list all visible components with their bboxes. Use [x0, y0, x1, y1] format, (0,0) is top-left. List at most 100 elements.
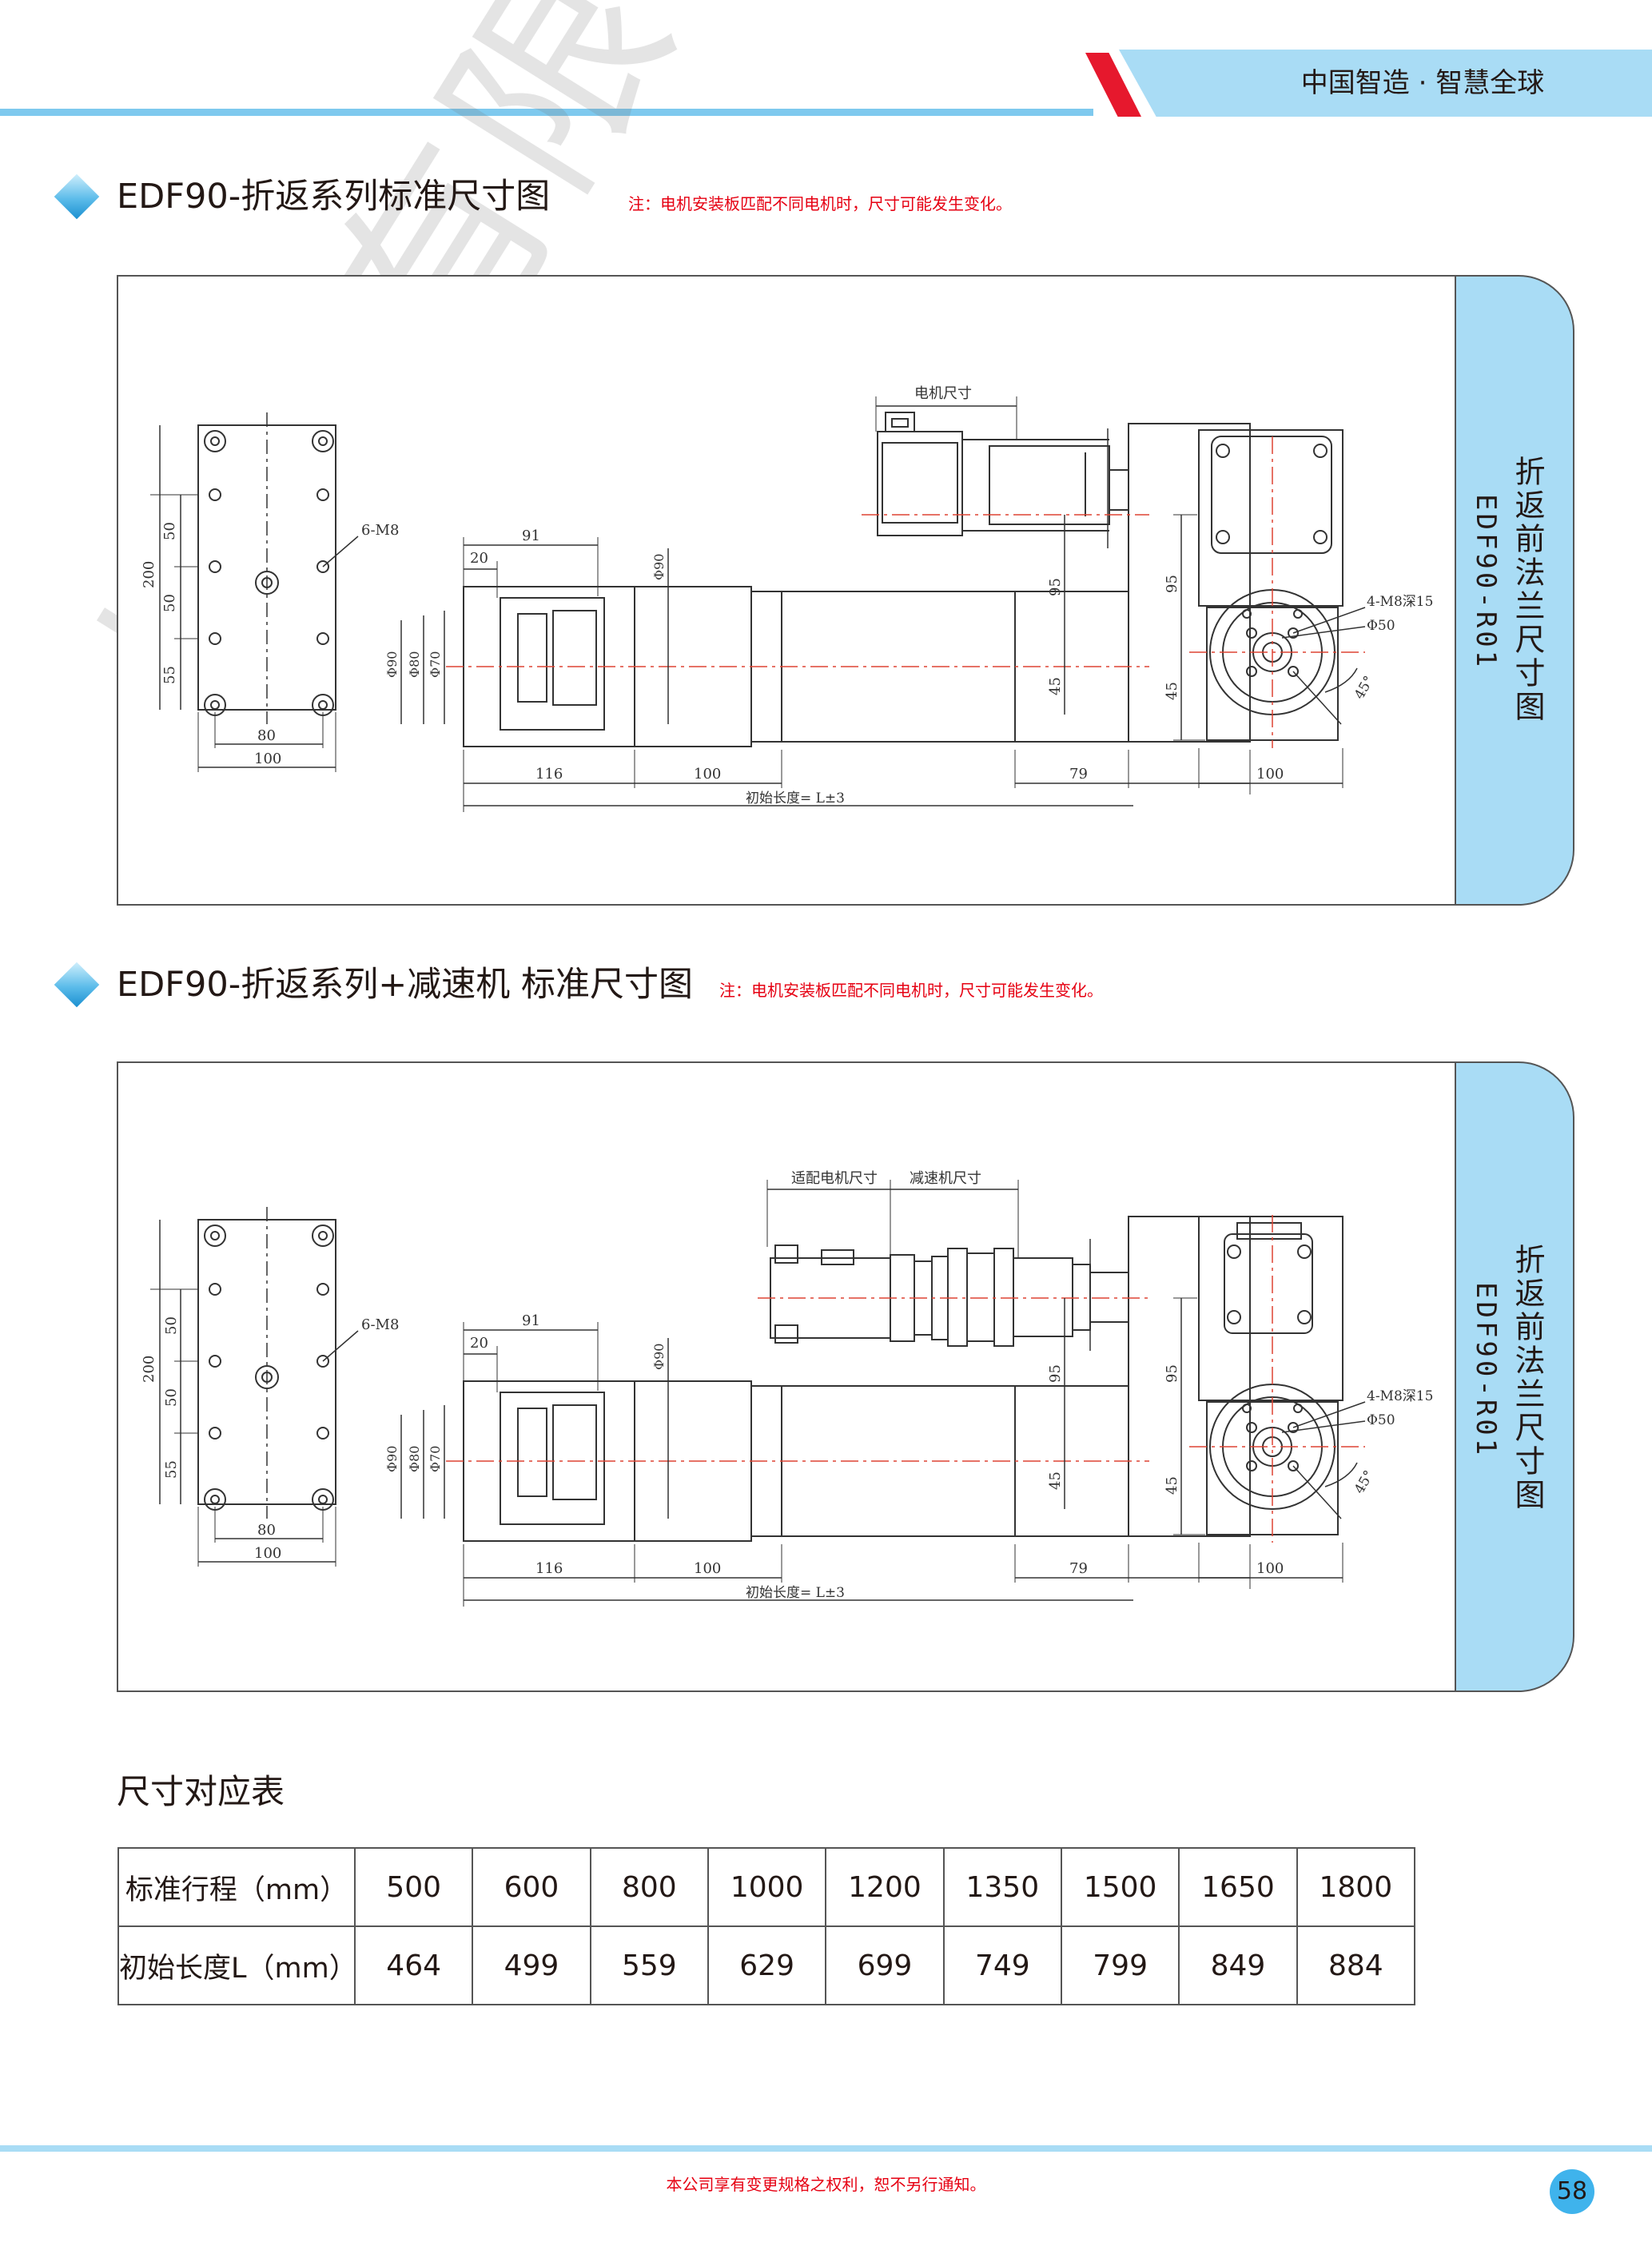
dim-100: 100	[254, 1545, 281, 1562]
page-number: 58	[1550, 2169, 1594, 2214]
dim-55: 55	[163, 1460, 180, 1479]
dim-100: 100	[254, 751, 281, 767]
dim-45: 45	[1047, 1471, 1064, 1490]
adapted-motor-size-label: 适配电机尺寸	[791, 1170, 878, 1187]
dim-phi70: Φ70	[428, 1446, 443, 1472]
reducer-mount-flange	[1224, 1233, 1313, 1334]
header-rule	[0, 109, 1093, 116]
dim-total-length: 初始长度= L±3	[746, 790, 845, 806]
length-cell: 849	[1178, 1925, 1298, 2005]
dim-20: 20	[470, 1335, 488, 1352]
header-slogan: 中国智造 · 智慧全球	[1300, 67, 1545, 99]
footer-rule	[0, 2145, 1652, 2152]
return-housing	[1128, 1216, 1251, 1537]
motor-mount-flange	[1211, 436, 1332, 554]
section-1-note: 注：电机安装板匹配不同电机时，尺寸可能发生变化。	[628, 194, 1012, 213]
length-cell: 799	[1060, 1925, 1180, 2005]
dim-100b: 100	[694, 1560, 721, 1577]
stroke-cell: 1800	[1296, 1847, 1416, 1927]
table-row-initial-length: 初始长度L（mm） 464 499 559 629 699 749 799 84…	[117, 1925, 1416, 2005]
end-dim-95: 95	[1164, 575, 1180, 593]
dim-45: 45	[1047, 677, 1064, 695]
dim-phi70: Φ70	[428, 651, 443, 678]
table-title: 尺寸对应表	[117, 1772, 285, 1811]
dim-phi80: Φ80	[407, 1446, 422, 1472]
diamond-bullet-icon	[54, 962, 100, 1008]
length-cell: 464	[353, 1925, 474, 2005]
stroke-cell: 800	[589, 1847, 709, 1927]
dim-116: 116	[535, 1560, 563, 1577]
end-dim-angle: 45°	[1351, 1467, 1377, 1496]
technical-drawing-1: 50 50 55 200 80 100 6-M8 91 20 Φ90 Φ90 Φ…	[141, 385, 1433, 812]
end-dim-100: 100	[1256, 766, 1284, 783]
panel-1-side-label: 折返前法兰尺寸图	[1510, 456, 1545, 724]
motor-body	[877, 431, 963, 536]
stroke-cell: 1200	[825, 1847, 945, 1927]
technical-drawing-2: 50 50 55 200 80 100 6-M8 91 20 Φ90 Φ90 Φ…	[141, 1170, 1433, 1607]
reducer-body	[947, 1248, 968, 1347]
header-tab	[1119, 50, 1652, 117]
length-cell: 559	[589, 1925, 709, 2005]
dim-91: 91	[522, 1312, 540, 1329]
dim-200: 200	[141, 1356, 157, 1383]
row-label-stroke: 标准行程（mm）	[117, 1847, 356, 1927]
section-2-title: EDF90-折返系列+减速机 标准尺寸图	[117, 965, 693, 1005]
table-row-stroke: 标准行程（mm） 500 600 800 1000 1200 1350 1500…	[117, 1847, 1416, 1927]
return-housing	[1128, 423, 1251, 743]
end-dim-100: 100	[1256, 1560, 1284, 1577]
panel-1-side-code: EDF90-R01	[1470, 494, 1502, 671]
end-dim-angle: 45°	[1351, 673, 1377, 702]
dimension-table: 标准行程（mm） 500 600 800 1000 1200 1350 1500…	[117, 1847, 1416, 2005]
dim-6m8: 6-M8	[361, 522, 399, 539]
dim-95: 95	[1047, 578, 1064, 596]
dim-55: 55	[161, 666, 178, 684]
footer-copyright: 本公司享有变更规格之权利，恕不另行通知。	[666, 2175, 986, 2194]
panel-1-side-tab	[1455, 275, 1574, 906]
stroke-cell: 1650	[1178, 1847, 1298, 1927]
end-dim-phi50: Φ50	[1367, 1412, 1395, 1428]
dim-phi90: Φ90	[384, 651, 400, 678]
drawing-panel-1	[117, 275, 1458, 906]
dim-phi80: Φ80	[407, 651, 422, 678]
dim-total-length: 初始长度= L±3	[746, 1585, 845, 1601]
dim-phi90-top: Φ90	[651, 554, 667, 580]
section-2-note: 注：电机安装板匹配不同电机时，尺寸可能发生变化。	[719, 981, 1103, 1000]
stroke-cell: 500	[353, 1847, 474, 1927]
length-cell: 699	[825, 1925, 945, 2005]
stroke-cell: 1350	[942, 1847, 1062, 1927]
length-cell: 629	[707, 1925, 827, 2005]
dim-91: 91	[522, 528, 540, 544]
dim-80: 80	[257, 727, 276, 744]
end-dim-45: 45	[1164, 1476, 1180, 1495]
dim-6m8: 6-M8	[361, 1316, 399, 1333]
dim-95: 95	[1047, 1364, 1064, 1383]
dim-116: 116	[535, 766, 563, 783]
dim-phi90-top: Φ90	[651, 1344, 667, 1370]
length-cell: 884	[1296, 1925, 1416, 2005]
dim-20: 20	[470, 550, 488, 567]
stroke-cell: 600	[472, 1847, 591, 1927]
length-cell: 499	[472, 1925, 591, 2005]
end-dim-m8-deep: 4-M8深15	[1367, 594, 1433, 610]
panel-2-side-tab	[1455, 1061, 1574, 1692]
end-dim-m8-deep: 4-M8深15	[1367, 1388, 1433, 1404]
dim-50b: 50	[163, 1388, 180, 1407]
dim-100b: 100	[694, 766, 721, 783]
dim-50a: 50	[163, 1316, 180, 1335]
length-cell: 749	[942, 1925, 1062, 2005]
section-1-title: EDF90-折返系列标准尺寸图	[117, 177, 551, 217]
motor-size-label: 电机尺寸	[914, 385, 972, 402]
panel-2-side-code: EDF90-R01	[1470, 1282, 1502, 1459]
drawing-panel-2	[117, 1061, 1458, 1692]
panel-2-side-label: 折返前法兰尺寸图	[1510, 1244, 1545, 1512]
end-dim-45: 45	[1164, 682, 1180, 700]
dim-phi90: Φ90	[384, 1446, 400, 1472]
dim-50a: 50	[161, 522, 178, 540]
stroke-cell: 1500	[1060, 1847, 1180, 1927]
dim-79: 79	[1069, 1560, 1088, 1577]
stroke-cell: 1000	[707, 1847, 827, 1927]
dim-79: 79	[1069, 766, 1088, 783]
diamond-bullet-icon	[54, 173, 100, 220]
end-dim-phi50: Φ50	[1367, 618, 1395, 634]
end-dim-95: 95	[1164, 1364, 1180, 1383]
